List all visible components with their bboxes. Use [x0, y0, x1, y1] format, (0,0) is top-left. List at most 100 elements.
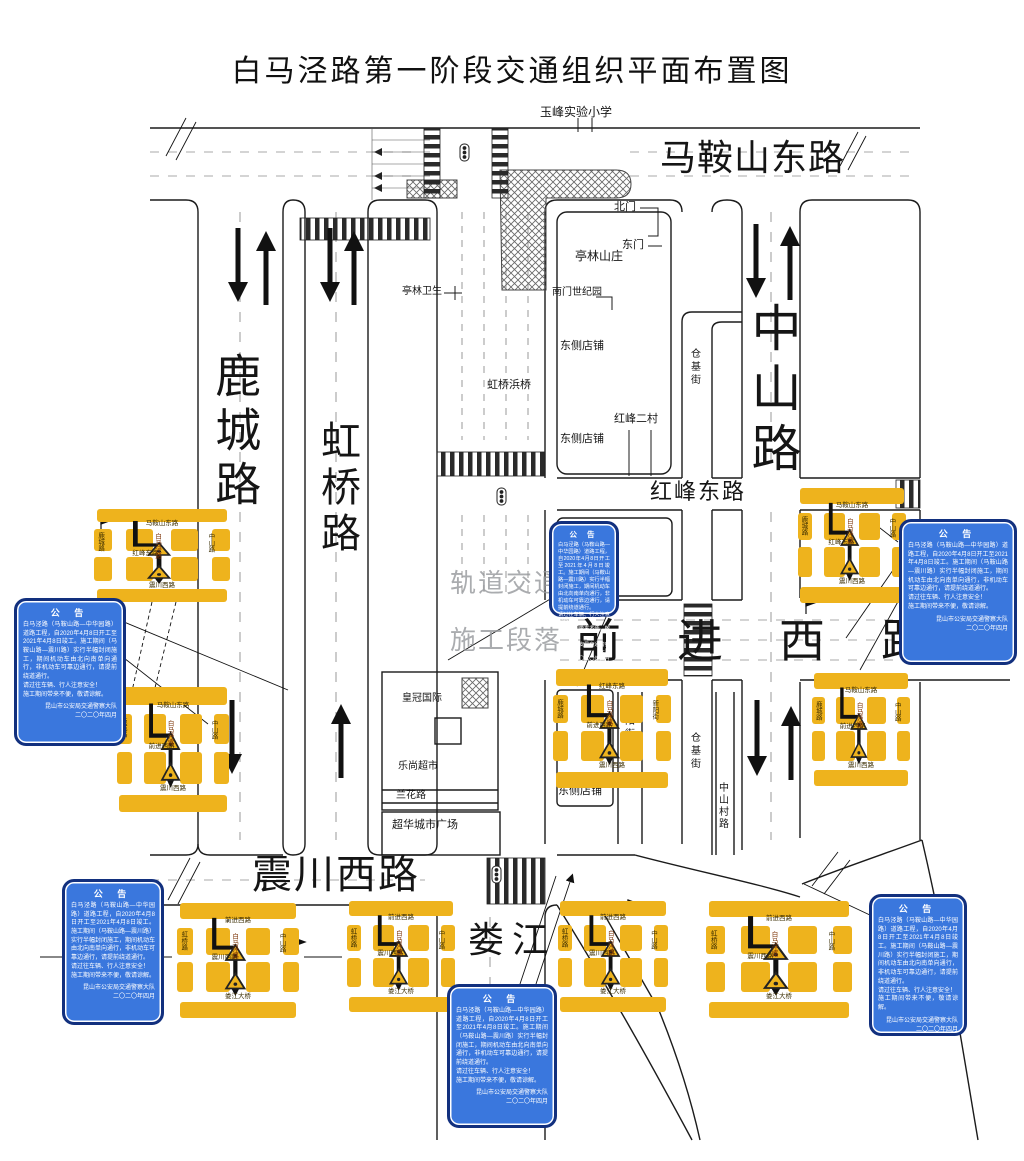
notice-title: 公 告: [569, 530, 599, 539]
sign-road-block: [832, 961, 852, 992]
notice-signature: 昆山市公安局交通警察大队: [82, 985, 155, 992]
sign-label-left: 鹿城路: [814, 700, 822, 721]
sign-label-right: 中山路: [206, 533, 214, 553]
sign-label-bottom: 震川西路: [599, 762, 625, 770]
sign-road-block: [557, 924, 573, 952]
sign-road-block: [897, 731, 910, 761]
sign-road-block: [859, 547, 881, 578]
sign-road-block: [96, 509, 228, 522]
label-loujiang-river: 娄江: [468, 920, 557, 960]
detour-route-icon: [828, 502, 860, 581]
sign-label-left: 虹桥路: [179, 931, 187, 951]
sign-road-block: [179, 1002, 297, 1019]
notice-signature: 昆山市公安局交通警察大队: [935, 616, 1008, 623]
sign-label-top: 马鞍山东路: [844, 686, 878, 694]
sign-road-block: [119, 794, 227, 812]
label-cangji-street-1: 仓基街: [688, 348, 700, 387]
sign-road-block: [581, 730, 605, 762]
sign-road-block: [180, 751, 203, 784]
sign-label-closed-road: 白马泾路: [166, 719, 174, 746]
detour-route-icon: [132, 521, 172, 584]
sign-road-block: [655, 730, 671, 762]
sign-label-mid: 震川西路: [589, 950, 615, 958]
sign-label-left: 鹿城路: [555, 698, 563, 719]
sign-road-block: [797, 547, 812, 578]
detour-sign: 前进西路 震川西路 娄江大桥 虹桥路 中山路 白马泾路: [172, 898, 304, 1022]
sign-label-top: 前进西路: [600, 914, 626, 922]
construction-warning-triangle: [224, 943, 247, 990]
sign-road-block: [619, 730, 643, 762]
sign-road-block: [620, 924, 642, 952]
construction-warning-triangle: [600, 939, 621, 985]
sign-label-bottom: 娄江大桥: [225, 993, 251, 1001]
sign-label-closed-road: 白马泾路: [230, 932, 238, 959]
sign-road-block: [814, 770, 908, 787]
detour-sign: 前进西路 震川西路 娄江大桥 虹桥路 中山路 白马泾路: [553, 896, 673, 1016]
sign-label-top: 前进西路: [766, 915, 792, 923]
sign-road-block: [177, 962, 194, 993]
label-crown-international: 皇冠国际: [402, 693, 442, 704]
notice-title: 公 告: [93, 889, 133, 899]
notice-body: 白马泾路（马鞍山路—中华园路）道路工程，自2020年4月8日开工至2021年4月…: [71, 903, 156, 979]
label-east-shops-1: 东侧店铺: [560, 340, 604, 352]
sign-label-top: 马鞍山东路: [835, 501, 869, 509]
notice-date: 二〇二〇年四月: [573, 656, 610, 663]
sign-label-closed-road: 白马泾路: [394, 929, 402, 956]
sign-label-closed-road: 白马泾路: [845, 517, 853, 544]
detour-route-icon: [586, 684, 620, 766]
label-zhongshancun-road: 中山村路: [716, 782, 728, 830]
label-lucheng-road: 鹿城路: [209, 352, 261, 514]
sign-label-right: 新阳街: [650, 699, 658, 720]
sign-label-right: 中山路: [826, 931, 834, 951]
sign-label-mid: 红峰东路: [132, 550, 159, 557]
sign-road-block: [441, 958, 456, 988]
sign-label-mid: 震川西路: [747, 952, 774, 960]
sign-road-block: [800, 587, 904, 604]
sign-label-bottom: 震川西路: [149, 581, 175, 589]
sign-road-block: [709, 901, 849, 918]
sign-road-block: [797, 512, 812, 541]
sign-road-block: [800, 487, 904, 505]
notice-body: 白马泾路（马鞍山路—中华园路）道路工程，自2020年4月8日开工至2021年4月…: [878, 918, 958, 1011]
label-hongfeng-east-road: 红峰东路: [650, 479, 747, 504]
label-qianjin-west-road: 前进西路: [575, 616, 983, 667]
sign-label-top: 前进西路: [388, 914, 414, 922]
label-school: 玉峰实验小学: [540, 105, 613, 119]
sign-road-block: [653, 958, 669, 988]
construction-warning-triangle: [598, 710, 620, 759]
sign-road-block: [282, 927, 299, 956]
sign-label-left: 虹桥路: [709, 930, 717, 950]
sign-road-block: [349, 996, 453, 1013]
sign-road-block: [655, 694, 671, 723]
sign-road-block: [170, 529, 198, 551]
notice-board: 公 告 白马泾路（马鞍山路—中华园路）道路工程，自2020年4月8日开工至202…: [14, 598, 126, 746]
detour-sign: 红峰东路 前进西路 震川西路 鹿城路 新阳街 白马泾路: [548, 664, 676, 792]
detour-sign: 马鞍山东路 前进西路 震川西路 鹿城路 中山路 白马泾路: [112, 682, 234, 816]
sign-label-mid: 震川西路: [211, 954, 238, 962]
notice-title: 公 告: [50, 608, 90, 618]
notice-signature: 昆山市公安局交通警察大队: [885, 1017, 958, 1024]
sign-label-mid: 前进西路: [586, 721, 613, 729]
sign-road-block: [441, 924, 456, 952]
sign-road-block: [282, 962, 299, 993]
sign-road-block: [408, 958, 430, 988]
construction-warning-triangle: [850, 712, 868, 758]
notice-date: 二〇二〇年四月: [505, 1099, 548, 1106]
sign-road-block: [170, 557, 198, 581]
sign-label-bottom: 震川西路: [848, 761, 874, 769]
notice-body: 白马泾路（马鞍山路—中华园路）道路工程，自2020年4月8日开工至2021年4月…: [456, 1008, 548, 1084]
notice-board: 公 告 白马泾路（马鞍山路—中华园路）道路工程，自2020年4月8日开工至202…: [899, 519, 1017, 665]
traffic-direction-arrows: [222, 224, 801, 780]
sign-road-block: [143, 751, 166, 784]
sign-road-block: [706, 926, 726, 954]
label-rail-transit: 轨道交通: [450, 569, 563, 598]
label-construction-section: 施工段落: [450, 626, 563, 655]
sign-label-left: 虹桥路: [560, 928, 568, 948]
notice-signature: 昆山市公安局交通警察大队: [558, 642, 610, 656]
detour-sign: 马鞍山东路 红峰东路 震川西路 鹿城路 中山路 白马泾路: [793, 483, 911, 607]
sign-road-block: [214, 714, 230, 744]
sign-road-block: [823, 547, 845, 578]
sign-road-block: [119, 687, 227, 705]
sign-road-block: [408, 924, 430, 952]
label-tinglin-clinic: 亭林卫生: [402, 286, 442, 297]
